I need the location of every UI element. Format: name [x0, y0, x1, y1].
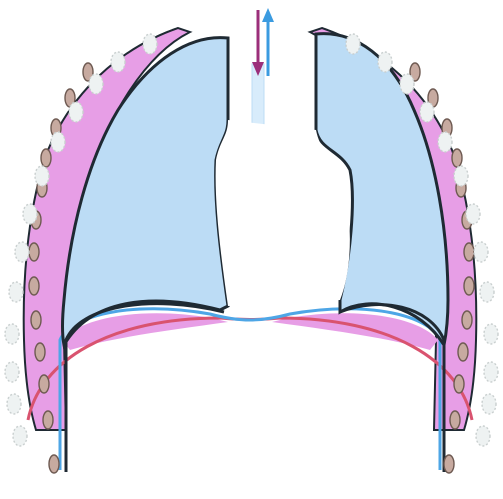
rib-outline: [69, 102, 83, 122]
rib-segment: [452, 149, 462, 167]
rib-outline: [454, 166, 468, 186]
rib-segment: [464, 277, 474, 295]
rib-segment: [450, 411, 460, 429]
rib-outline: [346, 34, 360, 54]
rib-segment: [444, 455, 454, 473]
rib-segment: [39, 375, 49, 393]
rib-segment: [29, 277, 39, 295]
rib-outline: [466, 204, 480, 224]
rib-outline: [484, 324, 498, 344]
rib-segment: [29, 243, 39, 261]
rib-outline: [480, 282, 494, 302]
rib-outline: [15, 242, 29, 262]
rib-segment: [35, 343, 45, 361]
rib-segment: [464, 243, 474, 261]
rib-outline: [23, 204, 37, 224]
rib-segment: [41, 149, 51, 167]
rib-outline: [9, 282, 23, 302]
rib-outline: [111, 52, 125, 72]
rib-segment: [43, 411, 53, 429]
rib-outline: [420, 102, 434, 122]
rib-outline: [378, 52, 392, 72]
rib-segment: [454, 375, 464, 393]
rib-segment: [31, 311, 41, 329]
rib-outline: [35, 166, 49, 186]
rib-outline: [51, 132, 65, 152]
down-arrow-icon: [252, 10, 264, 76]
rib-outline: [5, 362, 19, 382]
rib-outline: [438, 132, 452, 152]
rib-outline: [400, 74, 414, 94]
rib-outline: [143, 34, 157, 54]
rib-outline: [7, 394, 21, 414]
rib-segment: [458, 343, 468, 361]
rib-outline: [476, 426, 490, 446]
rib-outline: [89, 74, 103, 94]
rib-segment: [49, 455, 59, 473]
rib-segment: [462, 311, 472, 329]
rib-outline: [484, 362, 498, 382]
rib-outline: [474, 242, 488, 262]
rib-outline: [13, 426, 27, 446]
rib-outline: [5, 324, 19, 344]
rib-outline: [482, 394, 496, 414]
